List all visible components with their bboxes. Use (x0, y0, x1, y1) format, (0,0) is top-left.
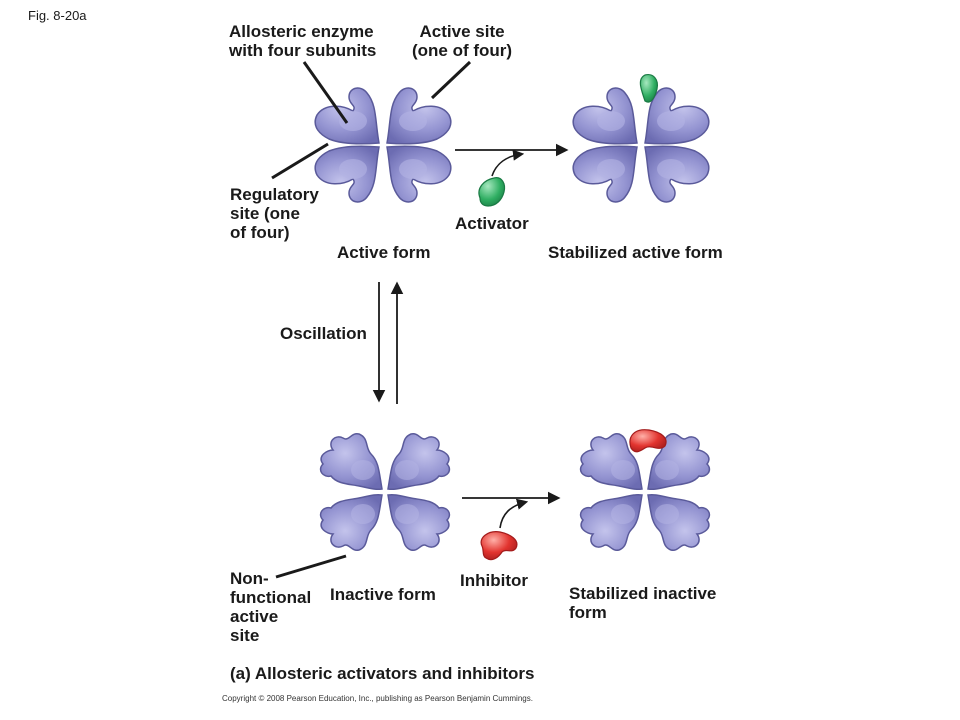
enzyme-inactive-form (319, 433, 451, 551)
enzyme-active-form (314, 87, 452, 203)
leader-active-site (430, 60, 472, 100)
leader-allosteric-enzyme (302, 61, 349, 124)
label-inhibitor: Inhibitor (460, 571, 528, 590)
figure-caption: (a) Allosteric activators and inhibitors (230, 664, 535, 683)
activator-molecule (478, 177, 506, 207)
enzyme-stabilized-inactive-form (579, 429, 711, 551)
label-stabilized-inactive-form: Stabilized inactive form (569, 584, 717, 622)
label-active-site: Active site (one of four) (412, 22, 513, 60)
bound-inhibitor-shape (629, 429, 667, 453)
label-oscillation: Oscillation (280, 324, 367, 343)
leader-regulatory-site (271, 142, 329, 180)
figure-id: Fig. 8-20a (28, 8, 87, 23)
arrow-activator-binding (491, 149, 525, 177)
label-stabilized-active-form: Stabilized active form (548, 243, 723, 262)
leader-nonfunctional-site (275, 554, 347, 579)
arrow-inhibitor-binding (499, 498, 529, 529)
label-non-functional-site: Non- functional active site (230, 569, 312, 645)
label-regulatory-site: Regulatory site (one of four) (230, 185, 319, 242)
label-allosteric-enzyme: Allosteric enzyme with four subunits (229, 22, 377, 60)
bound-activator-shape (639, 74, 658, 103)
enzyme-stabilized-active-form (572, 74, 710, 203)
label-activator: Activator (455, 214, 529, 233)
label-inactive-form: Inactive form (330, 585, 436, 604)
label-active-form: Active form (337, 243, 431, 262)
copyright-notice: Copyright © 2008 Pearson Education, Inc.… (222, 694, 533, 703)
inhibitor-molecule (480, 531, 518, 561)
